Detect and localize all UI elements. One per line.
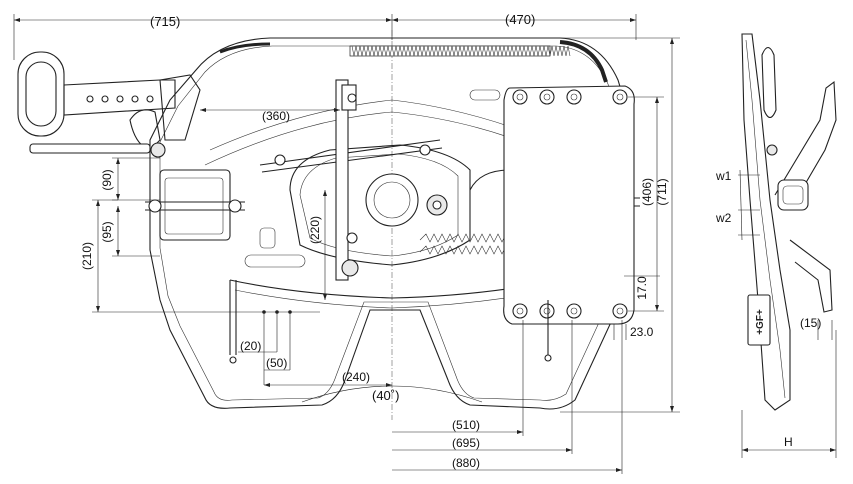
dim-711-label: (711) (655, 178, 669, 205)
right-dimension-lines (560, 37, 680, 413)
dim-50-label: (50) (266, 356, 287, 370)
h-label: H (784, 435, 793, 449)
w1-label: w1 (715, 169, 732, 183)
dim-406-label: (406) (640, 178, 654, 206)
dim-220-label: (220) (308, 216, 322, 244)
dim-17-label: 17.0 (635, 276, 649, 300)
dim-15-label: (15) (800, 316, 821, 330)
dim-20-label: (20) (240, 339, 261, 353)
dim-360-label: (360) (262, 109, 290, 123)
dim-23-label: 23.0 (630, 325, 654, 339)
top-dimension-lines (13, 14, 637, 60)
fifth-wheel-plate (145, 37, 640, 410)
dim-90-label: (90) (100, 169, 114, 190)
dim-510-label: (510) (452, 418, 480, 432)
dim-240-label: (240) (342, 370, 370, 384)
dim-210-label: (210) (80, 242, 94, 270)
top-spring (349, 45, 571, 57)
bottom-dimension-lines (392, 320, 623, 474)
dim-40deg-label: (40˚) (372, 388, 399, 403)
dim-470-label: (470) (505, 12, 535, 27)
dim-95-label: (95) (100, 221, 114, 242)
dim-715-label: (715) (150, 14, 180, 29)
left-dimension-lines (92, 157, 320, 313)
release-handle (17, 51, 201, 158)
w2-label: w2 (715, 211, 732, 225)
dim-695-label: (695) (452, 436, 480, 450)
gf-logo: +GF+ (755, 309, 766, 335)
dim-880-label: (880) (452, 456, 480, 470)
side-view (738, 33, 837, 458)
small-dimensions (238, 310, 392, 387)
